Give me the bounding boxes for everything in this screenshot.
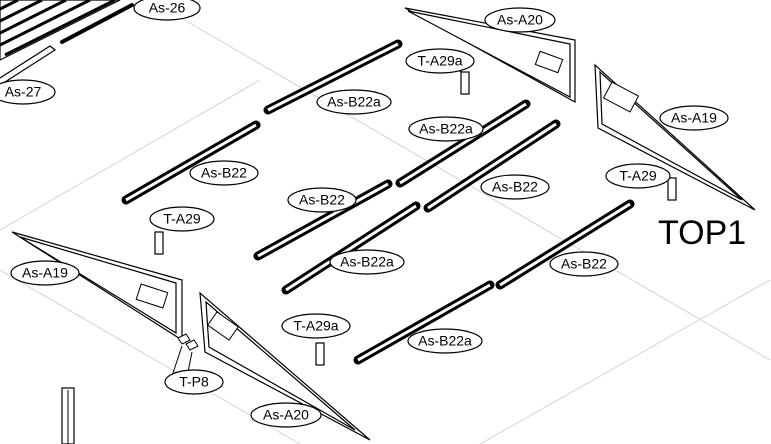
label-t-a29-left: T-A29 (163, 211, 201, 227)
label-as-b22a-2: As-B22a (419, 121, 473, 137)
label-as-b22a-3: As-B22a (340, 254, 394, 270)
label-t-a29a-bottom: T-A29a (293, 318, 338, 334)
callout-as-b22-2: As-B22 (480, 174, 550, 200)
label-as-27: As-27 (5, 84, 42, 100)
label-as-b22-4: As-B22 (561, 256, 607, 272)
callout-as-b22a-1: As-B22a (316, 89, 392, 115)
label-t-a29-right: T-A29 (619, 168, 657, 184)
callout-as-26: As-26 (133, 0, 201, 21)
callout-as-a20-top: As-A20 (484, 7, 556, 33)
callout-as-b22-3: As-B22 (287, 187, 357, 213)
as-a19-right-panel (594, 63, 756, 211)
label-as-b22-3: As-B22 (299, 192, 345, 208)
callout-t-a29-right: T-A29 (605, 163, 671, 189)
label-t-a29a-top: T-A29a (417, 53, 462, 69)
callout-as-b22-1: As-B22 (189, 160, 259, 186)
label-t-p8: T-P8 (179, 374, 209, 390)
callout-as-a19-right: As-A19 (659, 105, 729, 131)
brackets (61, 71, 677, 444)
callout-t-a29a-top: T-A29a (405, 48, 475, 74)
callout-as-b22a-3: As-B22a (329, 249, 405, 275)
sheet-label: TOP1 (658, 214, 746, 252)
label-as-26: As-26 (149, 0, 186, 16)
as-a20-bottom-panel (199, 291, 371, 441)
label-as-b22-2: As-B22 (492, 179, 538, 195)
callout-as-b22-4: As-B22 (549, 251, 619, 277)
rails (121, 39, 635, 365)
label-as-b22a-4: As-B22a (418, 333, 472, 349)
callout-as-a20-bottom: As-A20 (250, 402, 322, 428)
callout-as-a19-left: As-A19 (10, 260, 80, 286)
label-as-b22-1: As-B22 (201, 165, 247, 181)
label-as-a19-left: As-A19 (22, 265, 68, 281)
callout-t-a29a-bottom: T-A29a (281, 313, 351, 339)
callout-as-b22a-4: As-B22a (407, 328, 483, 354)
as-a19-left-panel (11, 231, 183, 342)
callout-as-b22a-2: As-B22a (408, 116, 484, 142)
label-as-a20-top: As-A20 (497, 12, 543, 28)
callout-t-p8: T-P8 (164, 369, 224, 395)
deck-panel-fragment (0, 0, 134, 83)
label-as-a19-right: As-A19 (671, 110, 717, 126)
label-as-b22a-1: As-B22a (327, 94, 381, 110)
label-as-a20-bottom: As-A20 (263, 407, 309, 423)
callout-as-27: As-27 (0, 79, 56, 105)
callout-t-a29-left: T-A29 (149, 206, 215, 232)
